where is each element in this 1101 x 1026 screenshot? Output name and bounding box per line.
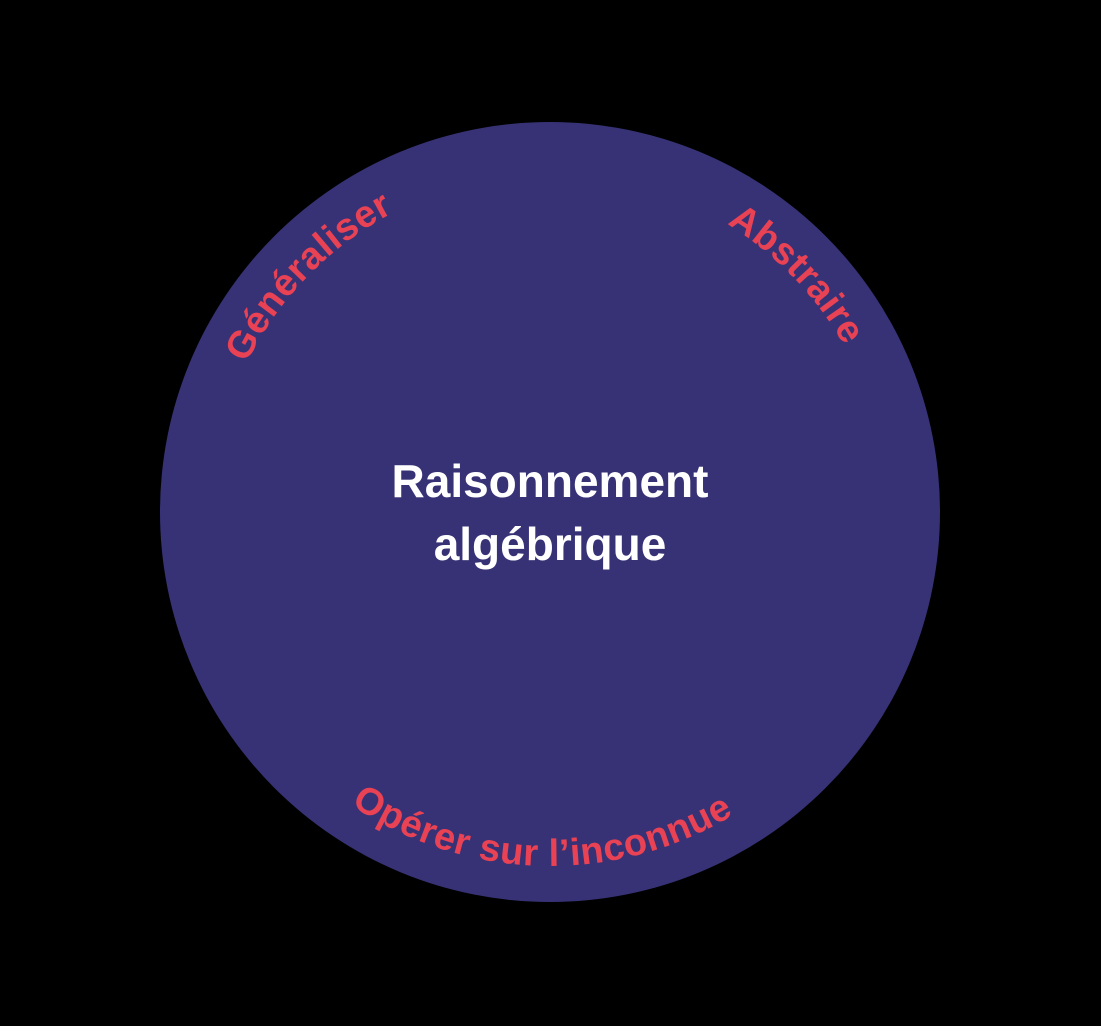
center-title-line2: algébrique — [434, 518, 667, 570]
center-title-line1: Raisonnement — [392, 455, 709, 507]
main-circle — [160, 122, 940, 902]
